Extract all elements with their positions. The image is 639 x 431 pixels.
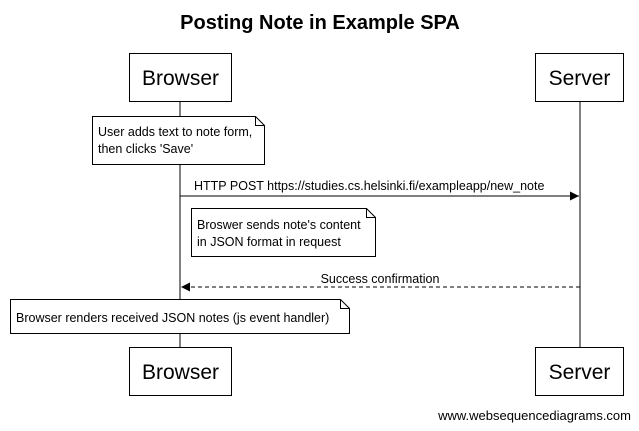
participant-server-label: Server (549, 67, 611, 90)
participant-browser-label: Browser (142, 67, 219, 90)
message-http-post: HTTP POST https://studies.cs.helsinki.fi… (180, 179, 579, 201)
participant-browser-bottom: Browser (129, 347, 232, 396)
message-http-post-label: HTTP POST https://studies.cs.helsinki.fi… (194, 179, 544, 193)
message-success-confirmation: Success confirmation (181, 272, 580, 292)
participant-browser-bottom-label: Browser (142, 361, 219, 384)
diagram-title: Posting Note in Example SPA (180, 12, 460, 34)
participant-server-top: Server (535, 53, 624, 102)
participant-browser-top: Browser (129, 53, 232, 102)
note-browser-sends-json: Broswer sends note's content in JSON for… (191, 208, 376, 257)
note-user-adds-text-line2: then clicks 'Save' (98, 142, 193, 156)
note-browser-renders-notes-line1: Browser renders received JSON notes (js … (16, 311, 329, 325)
participant-server-bottom: Server (535, 347, 624, 396)
credit-text: www.websequencediagrams.com (437, 408, 631, 423)
message-success-confirmation-label: Success confirmation (321, 272, 440, 286)
note-user-adds-text-line1: User adds text to note form, (98, 125, 252, 139)
note-user-adds-text: User adds text to note form, then clicks… (92, 116, 265, 165)
note-browser-sends-json-line2: in JSON format in request (197, 235, 341, 249)
note-browser-sends-json-line1: Broswer sends note's content (197, 218, 361, 232)
participant-server-bottom-label: Server (549, 361, 611, 384)
note-browser-renders-notes: Browser renders received JSON notes (js … (10, 299, 350, 334)
